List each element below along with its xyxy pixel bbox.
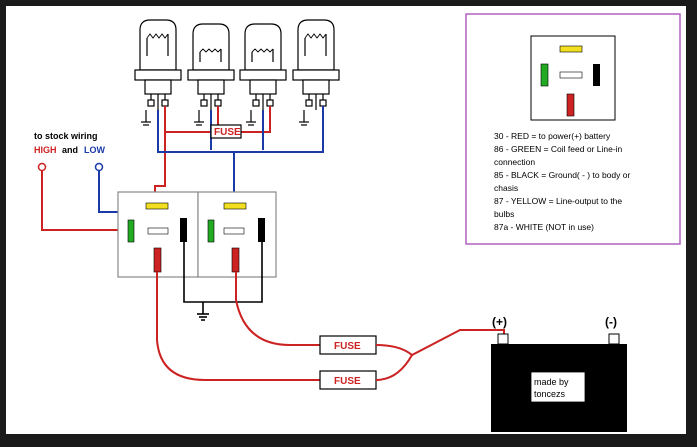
relay-right-pin-87a bbox=[223, 227, 245, 235]
credit-line-2: toncezs bbox=[534, 389, 566, 399]
relay-right-pin-85 bbox=[258, 218, 265, 242]
bulb-2 bbox=[187, 23, 235, 110]
relay-left-pin-86 bbox=[127, 219, 135, 243]
relay-right-pin-87 bbox=[223, 202, 247, 210]
legend-pin-86 bbox=[540, 63, 549, 87]
relay-right-pin-86 bbox=[207, 219, 215, 243]
bulb-ground-symbols bbox=[141, 110, 309, 126]
relay-left-pin-87a bbox=[147, 227, 169, 235]
legend-pin-87 bbox=[559, 45, 583, 53]
fuse-1-label: FUSE bbox=[334, 341, 361, 352]
credit-box bbox=[530, 371, 586, 403]
fuse-battery-wire-2 bbox=[375, 354, 413, 381]
relay-left-pin-30 bbox=[153, 247, 162, 273]
relay-right-power-wire bbox=[235, 272, 320, 346]
relay-ground-wires bbox=[183, 242, 263, 321]
legend-line-5: chasis bbox=[494, 183, 518, 193]
bulb-red-wires bbox=[154, 106, 271, 205]
battery-positive-label: (+) bbox=[492, 315, 507, 329]
legend-line-4: 85 - BLACK = Ground( - ) to body or bbox=[494, 170, 630, 180]
high-label: HIGH bbox=[34, 145, 57, 155]
high-wire bbox=[41, 171, 132, 231]
relay-left bbox=[117, 191, 199, 278]
legend-pin-85 bbox=[593, 64, 600, 86]
legend-pin-87a bbox=[559, 71, 583, 79]
legend-pin-30 bbox=[566, 93, 575, 117]
high-terminal bbox=[37, 162, 47, 172]
legend-line-1: 30 - RED = to power(+) battery bbox=[494, 131, 611, 141]
legend-line-6: 87 - YELLOW = Line-output to the bbox=[494, 196, 622, 206]
relay-left-pin-87 bbox=[145, 202, 169, 210]
legend-line-3: connection bbox=[494, 157, 535, 167]
low-label: LOW bbox=[84, 145, 105, 155]
and-label: and bbox=[62, 145, 78, 155]
bulb-1 bbox=[134, 19, 182, 110]
legend-line-2: 86 - GREEN = Coil feed or Line-in bbox=[494, 144, 623, 154]
relay-right bbox=[197, 191, 277, 278]
legend-line-8: 87a - WHITE (NOT in use) bbox=[494, 222, 594, 232]
battery-positive-terminal bbox=[497, 333, 509, 345]
fuse-battery-wire-1 bbox=[375, 329, 505, 357]
relay-left-power-wire bbox=[156, 272, 320, 381]
low-terminal bbox=[94, 162, 104, 172]
credit-line-1: made by bbox=[534, 377, 569, 387]
fuse-top bbox=[210, 124, 242, 139]
legend-line-7: bulbs bbox=[494, 209, 514, 219]
relay-left-pin-85 bbox=[180, 218, 187, 242]
relay-right-pin-30 bbox=[231, 247, 240, 273]
bulb-4 bbox=[292, 19, 340, 110]
battery-negative-label: (-) bbox=[605, 315, 617, 329]
legend-relay-icon bbox=[530, 35, 616, 121]
fuse-2-label: FUSE bbox=[334, 376, 361, 387]
stock-wiring-label: to stock wiring bbox=[34, 131, 98, 141]
fuse-top-label: FUSE bbox=[214, 127, 241, 138]
battery-negative-terminal bbox=[608, 333, 620, 345]
bulb-3 bbox=[239, 23, 287, 110]
